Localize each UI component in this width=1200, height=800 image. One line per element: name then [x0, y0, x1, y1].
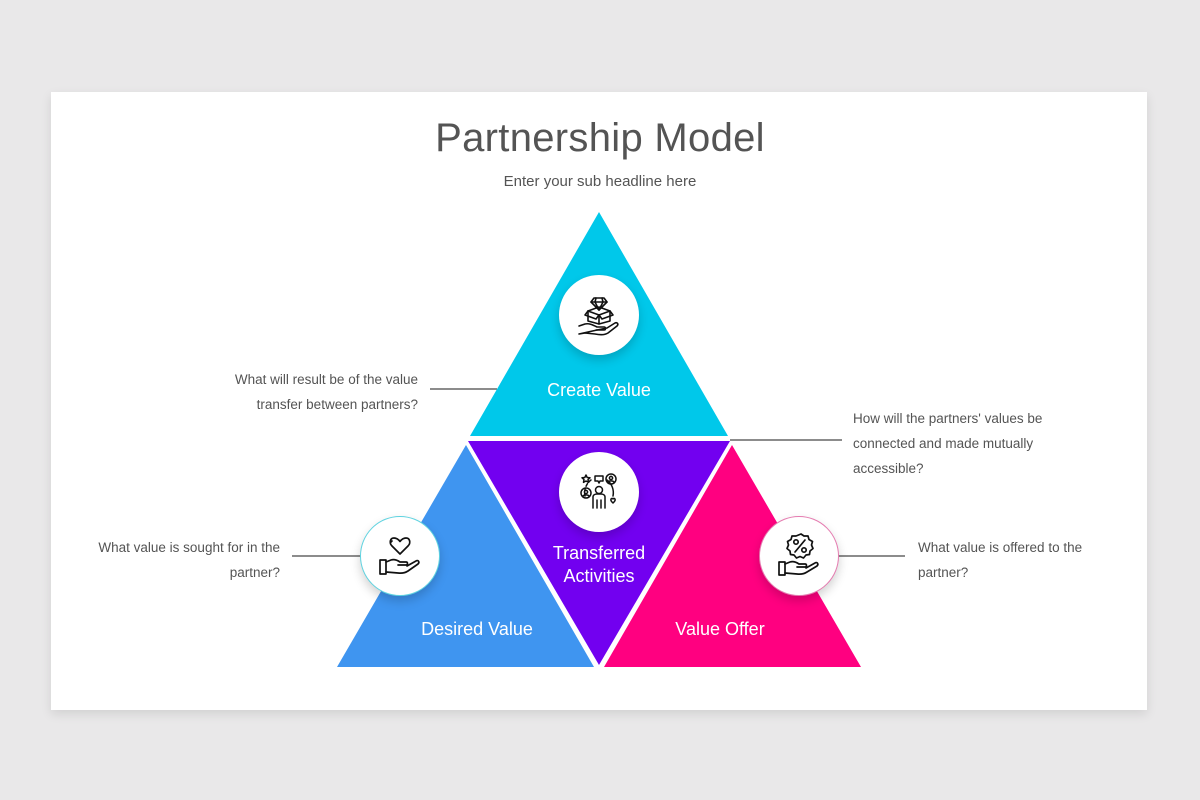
transferred-activities-label-line2: Activities	[563, 566, 635, 586]
transferred-activities-label-line1: Transferred	[552, 543, 646, 563]
transferred-activities-note-line1: How will the partners' values be	[853, 411, 1043, 426]
hand-holding-heart-icon	[379, 537, 420, 575]
transferred-activities-icon-badge	[559, 452, 639, 532]
create-value-label: Create Value	[547, 380, 651, 400]
desired-value-triangle[interactable]	[337, 445, 594, 667]
hand-holding-gift-box-diamond-icon	[578, 297, 619, 336]
transferred-activities-note-line2: connected and made mutually	[853, 436, 1034, 451]
transferred-activities-label: Transferred Activities	[499, 542, 699, 588]
create-value-note: What will result be of the value transfe…	[200, 367, 418, 417]
transferred-activities-triangle[interactable]	[468, 441, 730, 665]
page-title: Partnership Model	[435, 116, 765, 160]
desired-value-note-line2: partner?	[229, 565, 280, 580]
value-offer-note-line1: What value is offered to the	[918, 540, 1083, 555]
create-value-note-line2: transfer between partners?	[256, 397, 418, 412]
create-value-note-line1: What will result be of the value	[234, 372, 418, 387]
transferred-activities-note-line3: accessible?	[853, 461, 924, 476]
value-offer-label: Value Offer	[675, 619, 765, 639]
value-offer-icon-badge	[759, 516, 839, 596]
create-value-icon-badge	[559, 275, 639, 355]
desired-value-note: What value is sought for in the partner?	[60, 535, 280, 585]
desired-value-note-line1: What value is sought for in the	[98, 540, 280, 555]
value-offer-note-line2: partner?	[918, 565, 969, 580]
transferred-activities-note: How will the partners' values be connect…	[853, 406, 1093, 481]
desired-value-icon-badge	[360, 516, 440, 596]
desired-value-label: Desired Value	[421, 619, 533, 639]
value-offer-note: What value is offered to the partner?	[918, 535, 1138, 585]
person-network-connections-icon	[580, 473, 617, 509]
page-subtitle: Enter your sub headline here	[503, 173, 697, 190]
hand-holding-percent-badge-icon	[778, 533, 819, 576]
value-offer-triangle[interactable]	[604, 445, 861, 667]
